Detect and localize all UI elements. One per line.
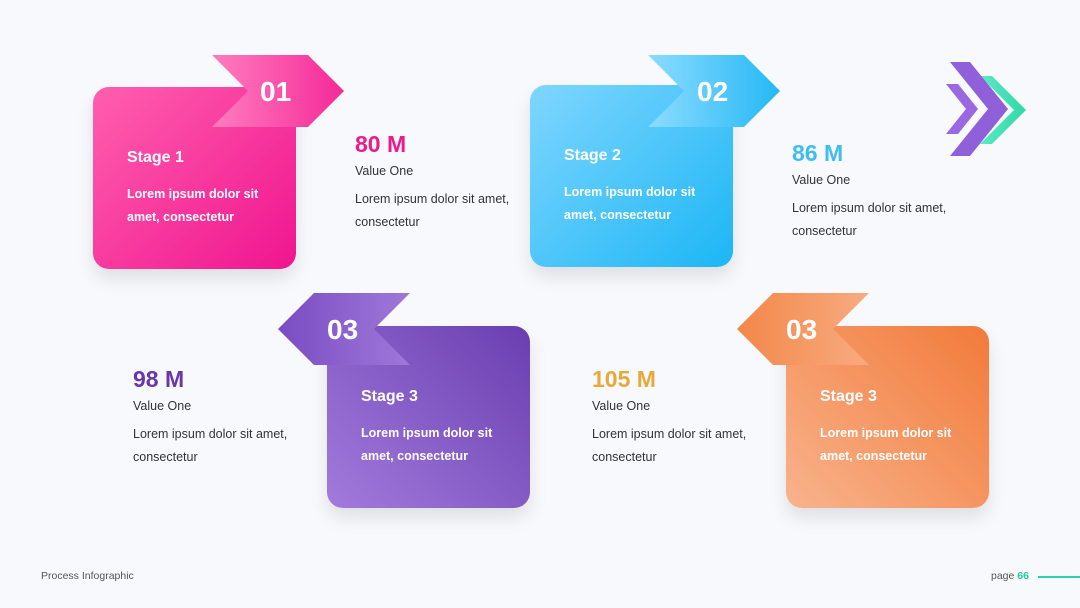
value-description: Lorem ipsum dolor sit amet, consectetur [792, 201, 947, 238]
value-label: Value One [592, 399, 651, 413]
page-indicator: page 66 [991, 570, 1029, 582]
stage-1-info: 80 M Value One Lorem ipsum dolor sit ame… [355, 131, 535, 234]
footer-title: Process Infographic [41, 570, 134, 582]
stage-description: Lorem ipsum dolor sit amet, consectetur [361, 426, 493, 463]
number-tag [278, 293, 410, 365]
stage-number: 03 [327, 314, 359, 345]
stage-description: Lorem ipsum dolor sit amet, consectetur [127, 187, 259, 224]
stage-title: Stage 3 [361, 388, 418, 405]
stage-title: Stage 1 [127, 149, 184, 166]
value-label: Value One [792, 173, 851, 187]
number-tag [737, 293, 869, 365]
stage-3-info: 98 M Value One Lorem ipsum dolor sit ame… [133, 366, 313, 469]
stage-value: 86 M [792, 140, 844, 166]
value-label: Value One [355, 164, 414, 178]
value-description: Lorem ipsum dolor sit amet, consectetur [355, 192, 510, 229]
stage-number: 03 [786, 314, 818, 345]
number-tag [648, 55, 780, 127]
stage-title: Stage 3 [820, 388, 877, 405]
stage-value: 80 M [355, 131, 407, 157]
stage-4-info: 105 M Value One Lorem ipsum dolor sit am… [592, 366, 772, 469]
stage-value: 98 M [133, 366, 185, 392]
stage-2-info: 86 M Value One Lorem ipsum dolor sit ame… [792, 140, 972, 243]
stage-number: 01 [260, 76, 292, 107]
number-tag [212, 55, 344, 127]
stage-description: Lorem ipsum dolor sit amet, consectetur [564, 185, 696, 222]
footer-accent-line [1038, 576, 1080, 578]
chevron-arrows-icon [946, 62, 1026, 156]
stage-title: Stage 2 [564, 147, 621, 164]
stage-value: 105 M [592, 366, 656, 392]
page-label: page [991, 570, 1015, 582]
value-label: Value One [133, 399, 192, 413]
stage-number: 02 [697, 76, 729, 107]
value-description: Lorem ipsum dolor sit amet, consectetur [133, 427, 288, 464]
stage-description: Lorem ipsum dolor sit amet, consectetur [820, 426, 952, 463]
value-description: Lorem ipsum dolor sit amet, consectetur [592, 427, 747, 464]
page-number: 66 [1017, 570, 1029, 582]
